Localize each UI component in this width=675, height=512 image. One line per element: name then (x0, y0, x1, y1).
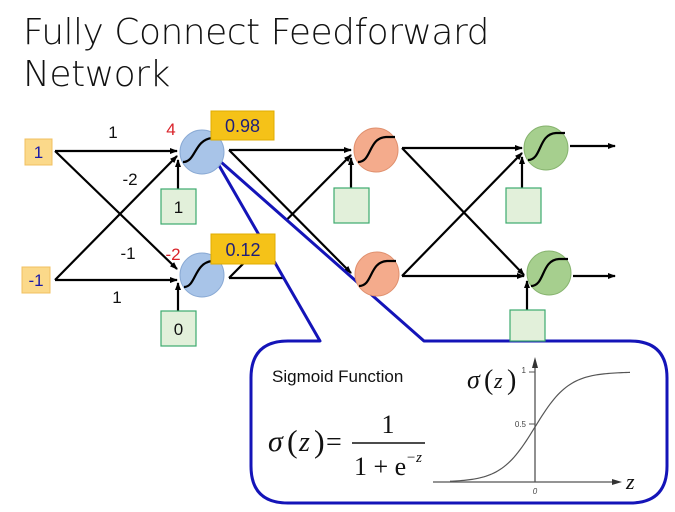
plot-x-arrow (612, 479, 622, 485)
input-1[interactable]: 1 (24, 138, 53, 166)
plot-xlabel: z (625, 469, 635, 494)
formula-numerator: 1 (382, 410, 395, 439)
bias-box-n1[interactable]: 1 (160, 188, 197, 225)
layer1-neuron-1[interactable] (179, 129, 225, 175)
plot-sigmoid-curve (449, 371, 631, 482)
title-line-2: Network (23, 54, 170, 95)
bias-box-n2[interactable]: 0 (160, 310, 197, 347)
plot-y-arrow (532, 357, 538, 368)
sigmoid-plot: 1 0.5 0 σ ( z ) z (433, 357, 635, 496)
edge-in2-n1 (54, 155, 178, 281)
layer3-neuron-2[interactable] (526, 250, 572, 296)
input-2-value: -1 (28, 271, 43, 290)
edge-l2b-l3a (401, 152, 523, 277)
bias-value-n1: 1 (174, 198, 183, 217)
formula-z: z (298, 427, 310, 458)
output-value-n1: 0.98 (225, 116, 260, 136)
preactivation-n1: 4 (166, 120, 175, 139)
callout-box (211, 153, 669, 505)
weight-in1-n1: 1 (108, 123, 117, 142)
formula-sigma: σ (268, 425, 284, 458)
output-badge-n1: 0.98 (210, 110, 275, 141)
output-value-n2: 0.12 (225, 240, 260, 260)
sigmoid-curve-icon (527, 131, 565, 162)
layer2-neuron-1[interactable] (353, 127, 399, 173)
callout-title: Sigmoid Function (272, 367, 403, 386)
input-2[interactable]: -1 (21, 266, 51, 294)
formula-exponent: −z (406, 450, 422, 466)
output-badge-n2: 0.12 (210, 233, 276, 265)
plot-tick-1: 1 (522, 366, 527, 375)
edge-l2a-l3b (401, 147, 525, 276)
plot-tick-05: 0.5 (515, 420, 527, 429)
sigmoid-formula: σ ( z ) = 1 1 + e −z (268, 410, 425, 481)
sigmoid-curve-icon (358, 259, 396, 288)
weight-in1-n2: -2 (122, 170, 137, 189)
formula-paren-close: ) (314, 423, 325, 459)
formula-denominator: 1 + e (354, 452, 406, 481)
edge-l1a-l2b (228, 149, 352, 274)
plot-ylabel-paren-open: ( (484, 365, 493, 396)
layer2-neuron-2[interactable] (354, 251, 400, 297)
bias-value-n2: 0 (174, 320, 183, 339)
formula-equals: = (326, 427, 342, 458)
plot-ylabel-sigma: σ (467, 365, 481, 394)
weight-in2-n2: 1 (112, 288, 121, 307)
input-1-value: 1 (34, 143, 43, 162)
sigmoid-curve-icon (357, 135, 395, 164)
preactivation-n2: -2 (165, 245, 180, 264)
layer3-neuron-1[interactable] (523, 125, 569, 171)
plot-tick-0: 0 (533, 487, 538, 496)
edge-in1-n2 (54, 150, 178, 270)
plot-ylabel-z: z (493, 368, 503, 393)
bias-box-l3b[interactable] (509, 309, 546, 342)
slide-title: Fully Connect Feedforward Network (23, 12, 490, 96)
title-line-1: Fully Connect Feedforward (23, 12, 490, 53)
sigmoid-curve-icon (530, 257, 568, 288)
plot-ylabel-paren-close: ) (507, 365, 516, 396)
bias-box-l3a[interactable] (505, 187, 542, 224)
formula-paren-open: ( (287, 423, 298, 459)
bias-box-l2a[interactable] (333, 187, 370, 224)
weight-in2-n1: -1 (120, 244, 135, 263)
